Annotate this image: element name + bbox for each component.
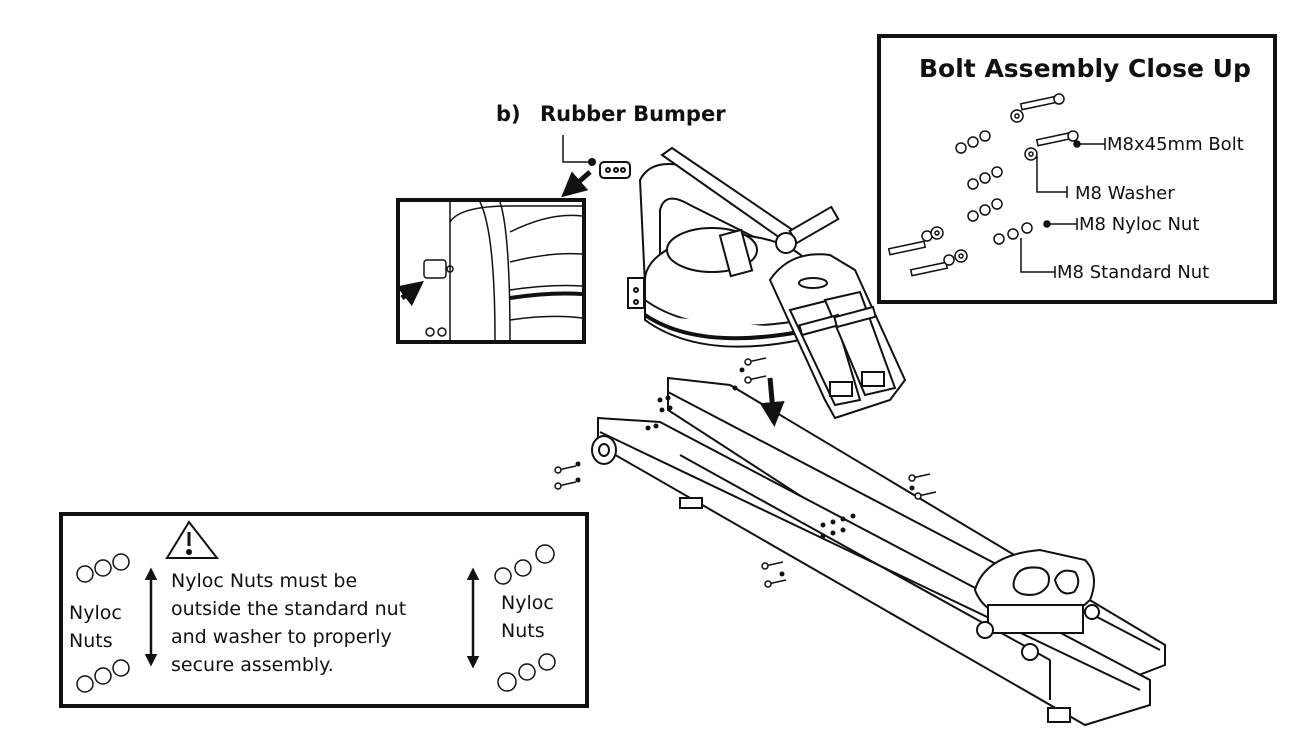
seat — [973, 548, 1100, 661]
bolt-icon — [1035, 130, 1079, 147]
washer-icon — [954, 249, 968, 263]
bolt-closeup-panel: Bolt Assembly Close Up M8 — [877, 34, 1277, 304]
m8x45mm-bolt-label: M8x45mm Bolt — [1107, 134, 1244, 155]
step-letter: b) — [496, 102, 521, 126]
bumper-detail-inset — [396, 198, 586, 344]
rubber-bumper-label: Rubber Bumper — [540, 102, 726, 126]
washer-icon — [1024, 147, 1038, 161]
foot-board — [768, 253, 907, 420]
closeup-title: Bolt Assembly Close Up — [919, 54, 1251, 83]
bumper-detail-drawing — [396, 201, 583, 341]
warning-text-line: secure assembly. — [171, 654, 334, 676]
bolt-holes — [575, 367, 915, 577]
m8-nyloc-nut-label: M8 Nyloc Nut — [1079, 214, 1200, 235]
warning-triangle-icon — [165, 520, 220, 559]
right-nyloc-label: Nyloc — [501, 592, 554, 614]
bolt-icon — [909, 254, 955, 277]
left-nyloc-label: Nyloc — [69, 602, 122, 624]
nyloc-warning-panel: Nyloc Nuts must be outside the standard … — [59, 512, 589, 708]
rail-frame — [591, 376, 1166, 727]
rubber-bumper-part — [562, 135, 631, 179]
right-nuts-label: Nuts — [501, 620, 545, 642]
m8-standard-nut-label: M8 Standard Nut — [1057, 262, 1210, 283]
warning-text-line: outside the standard nut — [171, 598, 407, 620]
m8-washer-label: M8 Washer — [1075, 183, 1175, 204]
assembly-arrows — [561, 170, 785, 427]
left-nuts-label: Nuts — [69, 630, 113, 652]
bolt-closeup-drawing — [887, 93, 1106, 278]
bolt-icon — [887, 230, 933, 256]
warning-text-line: and washer to properly — [171, 626, 392, 648]
bolt-icon — [1019, 93, 1065, 111]
handle-bar — [660, 146, 840, 254]
water-tank — [627, 163, 816, 348]
warning-drawing — [76, 520, 556, 693]
washer-icon — [930, 226, 944, 240]
washer-icon — [1010, 109, 1024, 123]
bolts — [554, 357, 937, 588]
warning-text-line: Nyloc Nuts must be — [171, 570, 358, 592]
